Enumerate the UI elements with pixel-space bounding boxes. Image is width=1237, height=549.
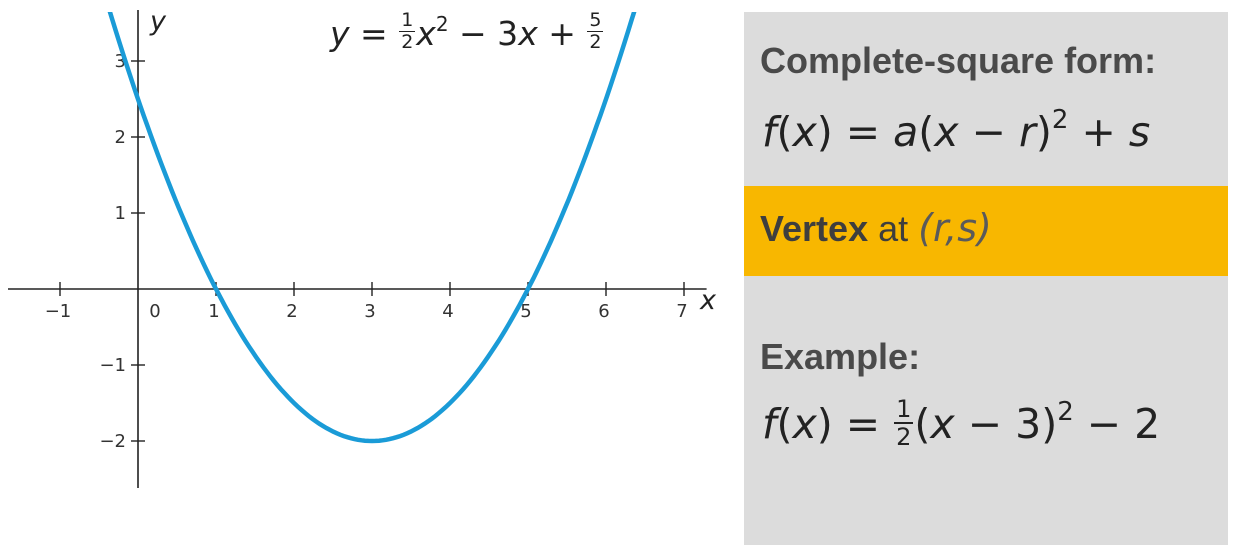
x-axis-label: x — [699, 285, 717, 316]
y-tick-label: 2 — [115, 127, 126, 148]
x-tick-label: 5 — [520, 301, 531, 322]
y-tick-label: 3 — [115, 51, 126, 72]
y-tick-label: −1 — [99, 355, 126, 376]
vertex-coordinates: (r,s) — [918, 206, 992, 250]
complete-square-heading: Complete-square form: — [760, 40, 1157, 81]
y-tick-label: 1 — [115, 203, 126, 224]
info-panel — [744, 12, 1228, 545]
example-heading: Example: — [760, 336, 921, 377]
y-axis-label: y — [149, 6, 167, 37]
curve-series — [107, 12, 637, 444]
x-tick-label: 7 — [676, 301, 687, 322]
x-tick-label: 3 — [364, 301, 375, 322]
vertex-highlight-band — [744, 186, 1228, 276]
x-tick-label: 2 — [286, 301, 297, 322]
x-tick-label: 0 — [149, 301, 160, 322]
vertex-statement: Vertex at (r,s) — [760, 206, 992, 250]
x-tick-label: 4 — [442, 301, 453, 322]
y-tick-label: −2 — [99, 431, 126, 452]
x-tick-label: 1 — [208, 301, 219, 322]
x-tick-label: −1 — [45, 301, 72, 322]
complete-square-formula: f(x) = a(x − r)2 + s — [762, 105, 1151, 156]
x-tick-label: 6 — [598, 301, 609, 322]
